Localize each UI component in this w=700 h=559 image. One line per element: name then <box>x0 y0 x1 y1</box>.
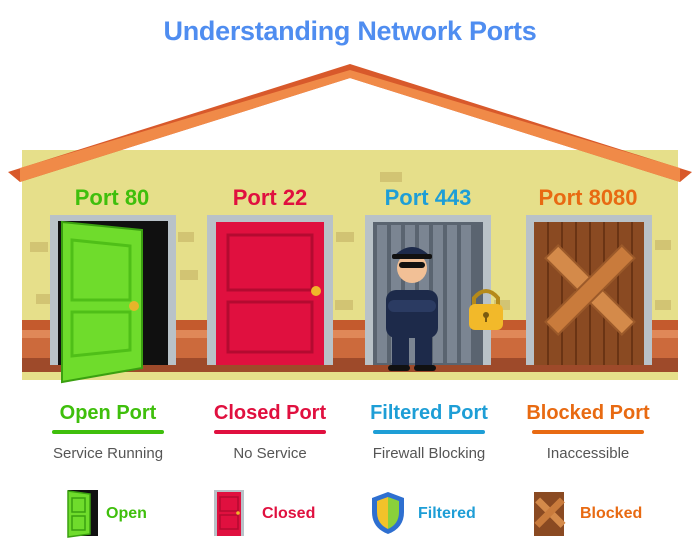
padlock-icon <box>469 289 503 330</box>
legend-label: Open <box>106 505 147 522</box>
closed-door-icon <box>214 490 244 536</box>
status-filtered: Filtered Port Firewall Blocking <box>349 402 509 462</box>
open-door <box>50 215 176 384</box>
port-22-label: Port 22 <box>232 185 308 210</box>
legend-label: Filtered <box>418 505 476 522</box>
status-open: Open Port Service Running <box>28 402 188 462</box>
status-title: Open Port <box>59 402 157 424</box>
status-underline <box>52 430 164 434</box>
status-description: Service Running <box>52 445 164 462</box>
house-ledge <box>22 320 678 330</box>
status-description: Firewall Blocking <box>372 445 486 462</box>
status-description: No Service <box>233 445 307 462</box>
boards-x <box>544 244 636 336</box>
status-underline <box>214 430 326 434</box>
status-title: Closed Port <box>213 402 327 424</box>
port-8080-label: Port 8080 <box>538 185 638 210</box>
shield-icon <box>372 492 404 534</box>
blocked-door <box>526 215 652 365</box>
boarded-door-icon <box>534 492 566 536</box>
security-guard-figure <box>386 247 438 371</box>
port-80-label: Port 80 <box>74 185 150 210</box>
status-closed: Closed Port No Service <box>190 402 350 462</box>
status-title: Filtered Port <box>370 402 488 424</box>
legend-label: Closed <box>262 505 316 522</box>
house-illustration <box>8 64 692 384</box>
status-title: Blocked Port <box>526 402 650 424</box>
filtered-door <box>365 215 503 371</box>
legend-label: Blocked <box>580 505 643 522</box>
status-underline <box>532 430 644 434</box>
closed-door <box>207 215 333 365</box>
house-foundation <box>22 338 678 360</box>
port-443-label: Port 443 <box>384 185 472 210</box>
page-title: Understanding Network Ports <box>163 16 537 46</box>
open-door-icon <box>67 490 98 538</box>
status-underline <box>373 430 485 434</box>
status-blocked: Blocked Port Inaccessible <box>508 402 668 462</box>
status-description: Inaccessible <box>546 445 630 462</box>
